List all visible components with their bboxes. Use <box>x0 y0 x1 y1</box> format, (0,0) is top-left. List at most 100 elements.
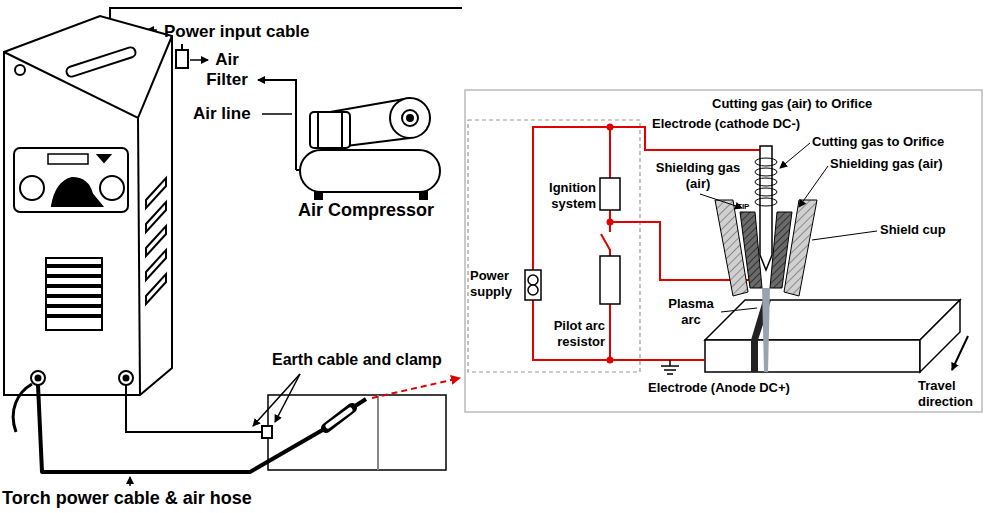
cutting-machine <box>4 16 172 395</box>
cutting-machine-part <box>98 155 110 162</box>
cutting-machine-part <box>146 250 166 280</box>
cutting-machine-part <box>14 148 128 212</box>
circuit-wires-part <box>608 125 613 130</box>
circuit-wires-part <box>608 220 613 225</box>
cutting-machine-part <box>52 178 102 206</box>
workpiece-left <box>268 395 446 470</box>
air-compressor <box>296 98 440 199</box>
cutting-machine-part <box>100 176 124 200</box>
part-label: Ignition system <box>540 180 596 211</box>
air-compressor-part <box>296 169 300 171</box>
part-label: Torch power cable & air hose <box>2 488 252 510</box>
part-label: TIP <box>737 202 749 212</box>
part-label: Shielding gas (air) <box>830 156 943 172</box>
part-label: Air Compressor <box>298 200 434 222</box>
torch-section <box>715 146 817 372</box>
workpiece-part <box>705 300 960 340</box>
cutting-machine-part <box>65 46 137 78</box>
air-compressor-part <box>300 150 440 192</box>
part-label: Air line <box>193 104 251 124</box>
part-label: Electrode (Anode DC+) <box>648 380 790 396</box>
circuit-parts-part <box>661 365 679 367</box>
part-label: Plasma arc <box>664 296 718 327</box>
air-filter-part <box>258 80 296 170</box>
cutting-machine-part <box>46 274 102 278</box>
circuit-parts <box>525 178 679 374</box>
torch-cable <box>13 384 366 486</box>
earth-cable-part <box>275 374 300 422</box>
torch-cable-part <box>38 385 326 472</box>
air-compressor-part <box>390 98 430 138</box>
circuit-wires-part <box>609 127 611 178</box>
cutting-machine-part <box>36 376 41 381</box>
cutting-machine-part <box>46 258 102 330</box>
cutting-machine-part <box>15 65 25 75</box>
part-label: Pilot arc resistor <box>543 318 605 349</box>
circuit-wires <box>533 125 760 363</box>
leader-lines-part <box>700 194 742 208</box>
earth-cable-part <box>262 426 272 438</box>
cutting-machine-part <box>4 16 172 395</box>
earth-cable <box>126 374 300 438</box>
circuit-parts-part <box>600 256 620 304</box>
air-filter <box>176 44 296 170</box>
cutting-machine-part <box>46 314 102 318</box>
part-label: Air Filter <box>200 50 254 91</box>
air-compressor-part <box>317 112 319 148</box>
torch-section-part <box>755 198 777 206</box>
part-label: Cutting gas (air) to Orifice <box>712 96 872 112</box>
part-label: Power input cable <box>164 22 309 42</box>
cutting-machine-part <box>46 304 102 308</box>
air-compressor-part <box>341 112 343 148</box>
torch-section-part <box>770 212 792 288</box>
torch-section-part <box>740 212 762 288</box>
cutting-machine-part <box>146 274 166 304</box>
torch-cable-part <box>328 410 350 426</box>
air-compressor-part <box>407 115 413 121</box>
cutting-machine-part <box>124 376 129 381</box>
cutting-machine-part <box>119 371 133 385</box>
part-label: Shielding gas (air) <box>650 160 746 191</box>
workpiece-part <box>705 340 920 372</box>
leader-lines-part <box>799 166 828 207</box>
torch-section-part <box>755 168 777 176</box>
torch-section-part <box>755 188 777 196</box>
cutting-machine-part <box>138 118 140 395</box>
workpiece <box>705 300 968 372</box>
circuit-wires-part <box>601 234 610 256</box>
power-cable-part <box>110 8 462 19</box>
air-compressor-part <box>310 112 350 148</box>
workpiece-part <box>952 336 968 370</box>
circuit-parts-part <box>600 178 620 210</box>
part-label: Electrode (cathode DC-) <box>652 116 800 132</box>
circuit-parts-part <box>528 285 538 295</box>
air-filter-part <box>190 59 208 61</box>
zoom-arrow <box>372 378 460 398</box>
leader-lines-part <box>812 231 877 240</box>
cutting-machine-part <box>146 202 166 232</box>
workpiece-left-part <box>268 395 446 470</box>
circuit-parts-part <box>664 369 676 371</box>
circuit-parts-part <box>667 373 673 375</box>
circuit-parts-part <box>528 275 538 285</box>
workpiece-left-part <box>377 395 379 470</box>
torch-cable-part <box>352 399 366 408</box>
cutting-machine-part <box>20 176 44 200</box>
torch-section-part <box>762 288 770 372</box>
cutting-machine-part <box>46 294 102 298</box>
torch-cable-part <box>13 384 32 432</box>
air-compressor-part <box>402 110 418 126</box>
part-label: Cutting gas to Orifice <box>812 134 944 150</box>
cutting-machine-part <box>31 371 45 385</box>
part-label: Earth cable and clamp <box>272 350 442 369</box>
torch-section-part <box>755 178 777 186</box>
cutting-machine-part <box>146 178 166 208</box>
torch-section-part <box>760 146 772 270</box>
leader-lines-part <box>780 143 810 168</box>
circuit-parts-part <box>525 270 541 300</box>
air-filter-part <box>176 50 188 68</box>
cutting-machine-part <box>146 226 166 256</box>
cutting-machine-part <box>4 36 172 118</box>
